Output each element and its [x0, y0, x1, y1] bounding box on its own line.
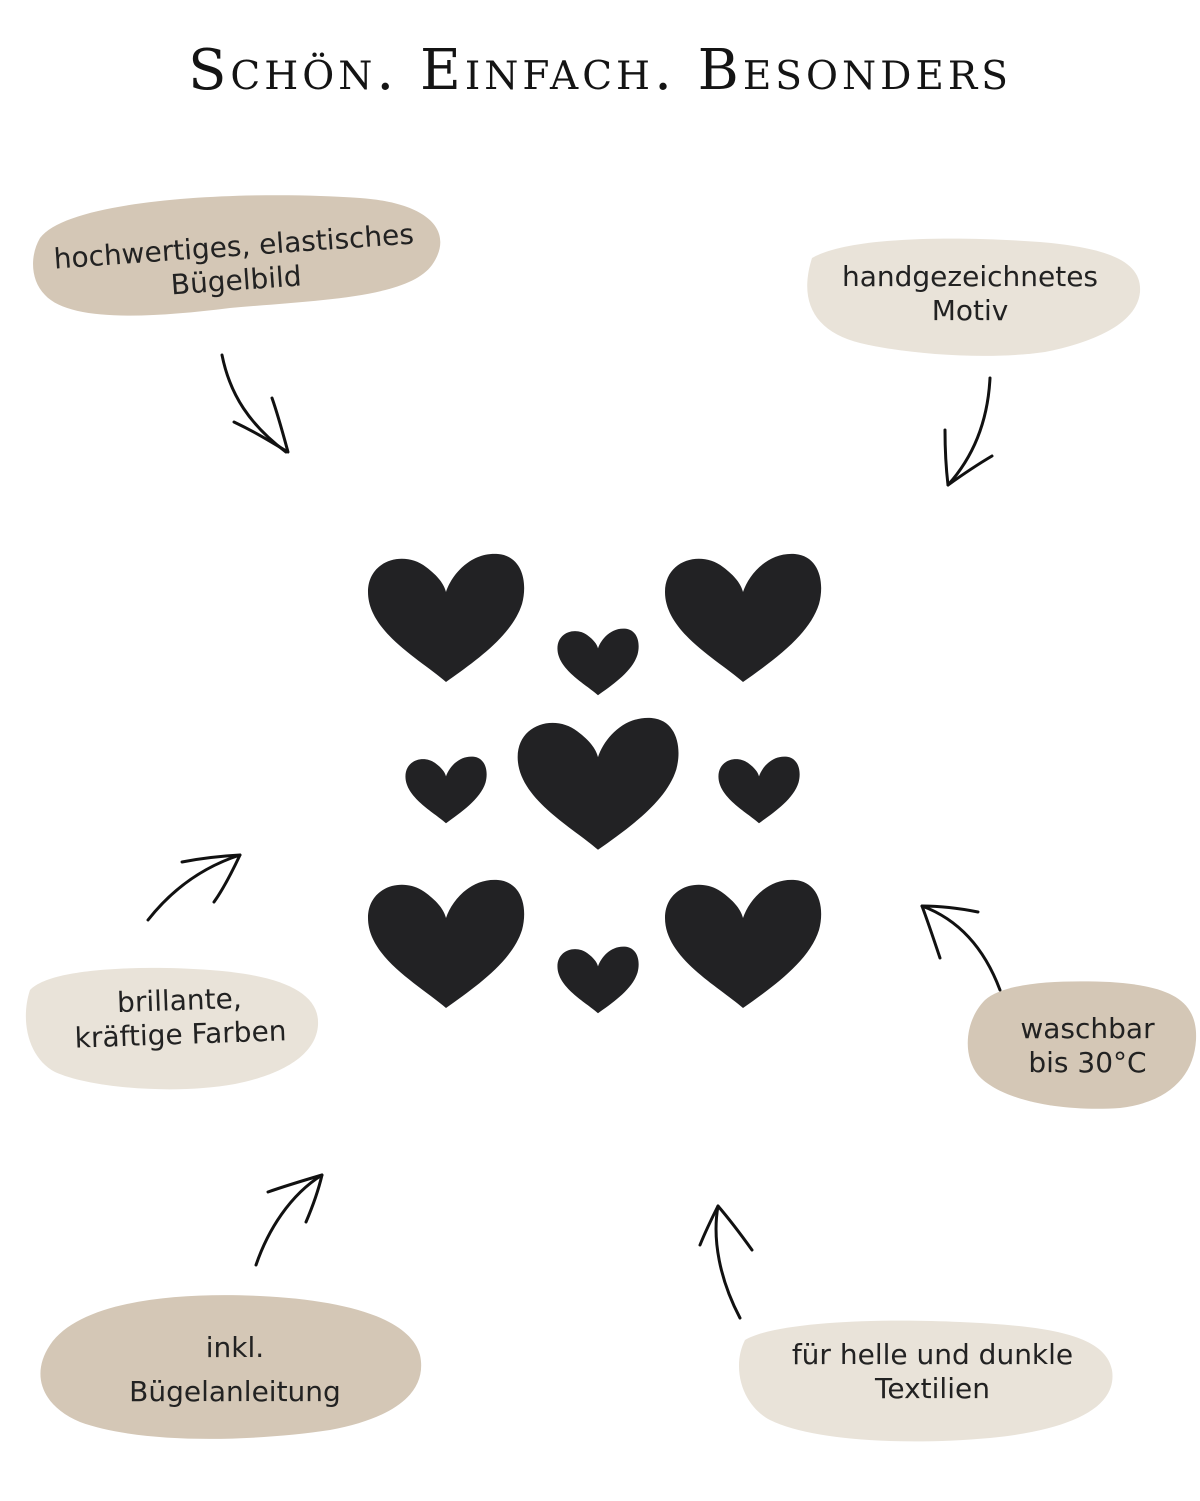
arrow-colors	[146, 853, 242, 922]
heart-small	[557, 628, 639, 696]
heart-large	[665, 879, 822, 1008]
feature-blob-quality	[33, 195, 441, 316]
hearts-motif	[368, 553, 822, 1014]
feature-label-line: handgezeichnetes	[841, 260, 1099, 293]
feature-label-line: Motiv	[931, 294, 1009, 327]
arrow-quality	[220, 353, 290, 454]
feature-blob-textiles	[738, 1320, 1113, 1442]
feature-label-line: Textilien	[875, 1372, 990, 1405]
feature-label-washable: waschbar bis 30°C	[980, 1012, 1195, 1080]
heart-small	[557, 946, 639, 1014]
heart-large	[368, 879, 525, 1008]
heart-large	[517, 717, 679, 850]
heart-small	[405, 756, 487, 824]
feature-blob-instructions	[40, 1295, 422, 1439]
arrow-washable	[920, 904, 1002, 992]
feature-blob-handdrawn	[807, 238, 1141, 356]
feature-blob-colors	[25, 967, 319, 1090]
feature-label-line: für helle und dunkle	[791, 1338, 1074, 1371]
feature-label-textiles: für helle und dunkle Textilien	[755, 1338, 1110, 1406]
heart-large	[665, 553, 822, 682]
arrows	[146, 353, 1002, 1320]
feature-label-instructions: inkl. Bügelanleitung	[60, 1326, 410, 1414]
heart-small	[718, 756, 800, 824]
feature-label-line: waschbar	[1020, 1012, 1155, 1045]
feature-label-line: Bügelanleitung	[129, 1375, 341, 1408]
feature-label-handdrawn: handgezeichnetes Motiv	[805, 260, 1135, 328]
arrow-textiles	[698, 1204, 754, 1320]
feature-blob-washable	[967, 981, 1197, 1109]
feature-label-line: inkl.	[205, 1331, 265, 1364]
arrow-instructions	[254, 1173, 324, 1267]
arrow-handdrawn	[943, 376, 994, 487]
feature-label-colors: brillante, kräftige Farben	[39, 979, 321, 1057]
feature-label-line: bis 30°C	[1028, 1046, 1147, 1079]
heart-large	[368, 553, 525, 682]
page-title: Schön. Einfach. Besonders	[188, 38, 1012, 103]
